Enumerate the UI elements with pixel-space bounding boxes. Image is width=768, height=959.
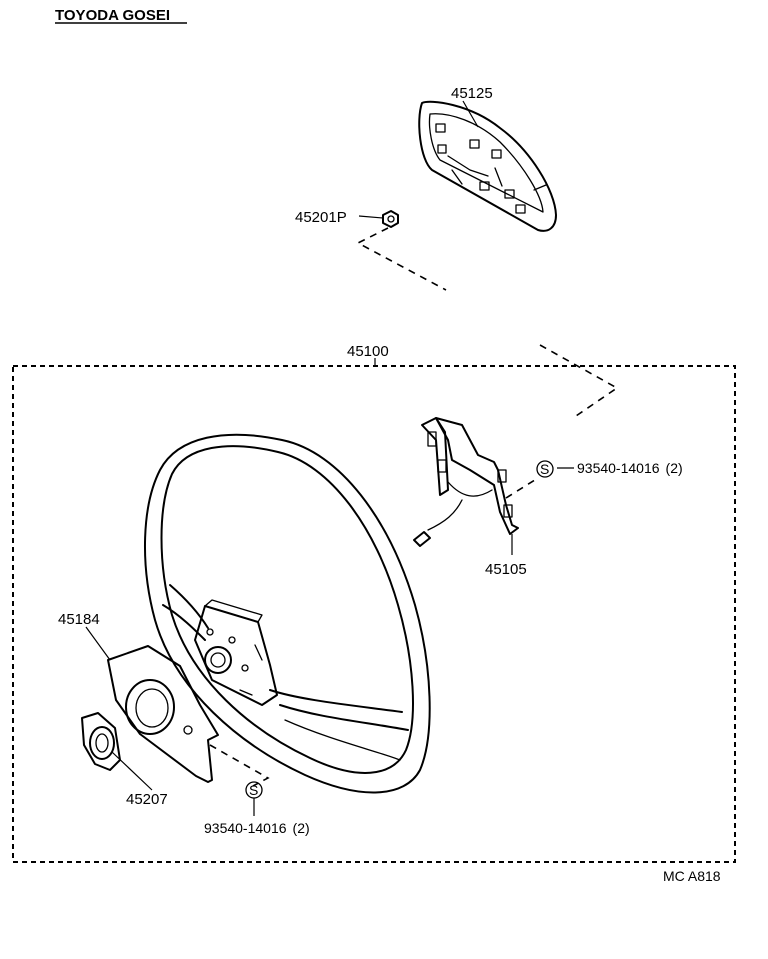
screw-part-number-upper: 93540-14016 bbox=[577, 460, 660, 476]
nut: 45201P bbox=[295, 209, 447, 291]
part-label-45100: 45100 bbox=[347, 343, 389, 360]
horn-pad: 45125 bbox=[418, 85, 557, 232]
screw-qty-upper: (2) bbox=[666, 460, 683, 476]
horn-contact: S 93540-14016 (2) 45105 bbox=[413, 417, 683, 578]
screw-symbol-lower: S bbox=[249, 782, 258, 798]
spiral-cable-ring: 45207 bbox=[81, 712, 168, 808]
screw-label-lower: 93540-14016 (2) bbox=[204, 820, 310, 836]
screw-qty-lower: (2) bbox=[293, 820, 310, 836]
part-label-45207: 45207 bbox=[126, 791, 168, 808]
screw-label-upper: 93540-14016 (2) bbox=[577, 460, 683, 476]
steering-wheel bbox=[143, 433, 431, 794]
part-label-45125: 45125 bbox=[451, 85, 493, 102]
diagram-code: MC A818 bbox=[663, 868, 721, 884]
header: TOYODA GOSEI bbox=[55, 7, 187, 24]
screw-symbol-upper: S bbox=[540, 461, 549, 477]
steering-cover: 45184 S 93540-14016 (2) bbox=[58, 611, 310, 836]
part-label-45184: 45184 bbox=[58, 611, 100, 628]
assembly-box: 45100 bbox=[12, 343, 736, 863]
maker-label: TOYODA GOSEI bbox=[55, 7, 170, 24]
screw-part-number-lower: 93540-14016 bbox=[204, 820, 287, 836]
part-label-45105: 45105 bbox=[485, 561, 527, 578]
part-label-45201p: 45201P bbox=[295, 209, 347, 226]
